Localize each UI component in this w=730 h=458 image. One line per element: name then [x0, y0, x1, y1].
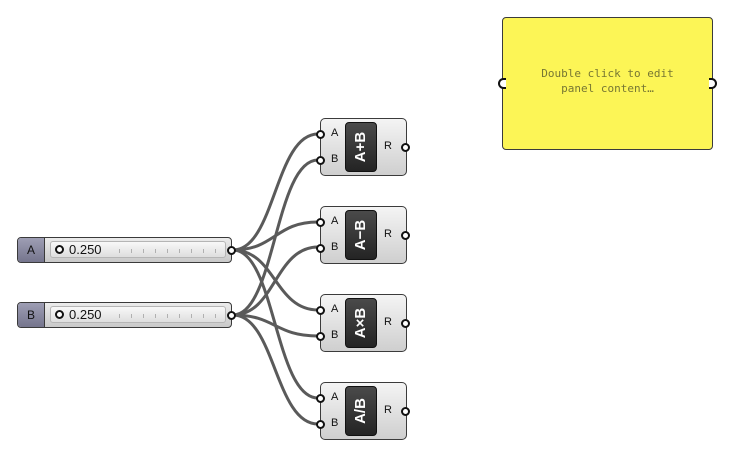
input-grip-icon[interactable] — [316, 394, 325, 403]
slider-value: 0.250 — [69, 242, 102, 257]
input-grip-icon[interactable] — [316, 420, 325, 429]
input-grip-icon[interactable] — [316, 244, 325, 253]
output-grip-icon[interactable] — [401, 407, 410, 416]
operator-badge: A−B — [345, 210, 377, 260]
panel-content: Double click to edit panel content… — [513, 66, 702, 96]
wire-a-to-add — [231, 132, 320, 252]
output-grip-icon[interactable] — [227, 311, 236, 320]
operator-label: A−B — [352, 219, 369, 251]
input-grip-icon[interactable] — [316, 130, 325, 139]
output-grip-icon[interactable] — [401, 231, 410, 240]
operator-label: A×B — [352, 307, 369, 339]
operator-label: A/B — [352, 398, 369, 424]
slider-track[interactable]: 0.250 — [50, 241, 226, 258]
wire-b-to-div — [231, 313, 320, 426]
slider-value: 0.250 — [69, 307, 102, 322]
slider-track[interactable]: 0.250 — [50, 306, 226, 323]
slider-handle-icon[interactable] — [55, 245, 64, 254]
multiplication-component[interactable]: A B A×B R — [316, 294, 410, 352]
panel-output-grip-icon[interactable] — [709, 78, 717, 89]
input-grip-icon[interactable] — [316, 332, 325, 341]
output-grip-icon[interactable] — [401, 143, 410, 152]
input-a-label: A — [331, 215, 339, 227]
input-b-label: B — [331, 241, 339, 253]
output-grip-icon[interactable] — [227, 246, 236, 255]
input-b-label: B — [331, 153, 339, 165]
addition-component[interactable]: A B A+B R — [316, 118, 410, 176]
output-grip-icon[interactable] — [401, 319, 410, 328]
input-a-label: A — [331, 391, 339, 403]
text-panel[interactable]: Double click to edit panel content… — [498, 17, 717, 150]
number-slider-a[interactable]: A 0.250 — [17, 237, 236, 263]
operator-badge: A+B — [345, 122, 377, 172]
input-b-label: B — [331, 417, 339, 429]
output-r-label: R — [384, 404, 392, 416]
wire-b-to-add — [231, 158, 320, 317]
operator-badge: A×B — [345, 298, 377, 348]
slider-name-label: B — [18, 303, 45, 327]
input-a-label: A — [331, 303, 339, 315]
input-b-label: B — [331, 329, 339, 341]
wire-b-to-mul — [231, 313, 320, 338]
subtraction-component[interactable]: A B A−B R — [316, 206, 410, 264]
input-grip-icon[interactable] — [316, 156, 325, 165]
wire-b-to-sub — [231, 245, 320, 317]
wire-a-to-div — [231, 248, 320, 400]
input-grip-icon[interactable] — [316, 218, 325, 227]
slider-name-label: A — [18, 238, 45, 262]
slider-ticks — [119, 314, 217, 318]
output-r-label: R — [384, 140, 392, 152]
input-a-label: A — [331, 127, 339, 139]
number-slider-b[interactable]: B 0.250 — [17, 302, 236, 328]
output-r-label: R — [384, 316, 392, 328]
operator-badge: A/B — [345, 386, 377, 436]
panel-text-line: panel content… — [561, 82, 654, 95]
input-grip-icon[interactable] — [316, 306, 325, 315]
operator-label: A+B — [352, 131, 369, 163]
output-r-label: R — [384, 228, 392, 240]
panel-input-grip-icon[interactable] — [498, 78, 506, 89]
division-component[interactable]: A B A/B R — [316, 382, 410, 440]
panel-text-line: Double click to edit — [541, 67, 674, 80]
slider-handle-icon[interactable] — [55, 310, 64, 319]
slider-ticks — [119, 249, 217, 253]
